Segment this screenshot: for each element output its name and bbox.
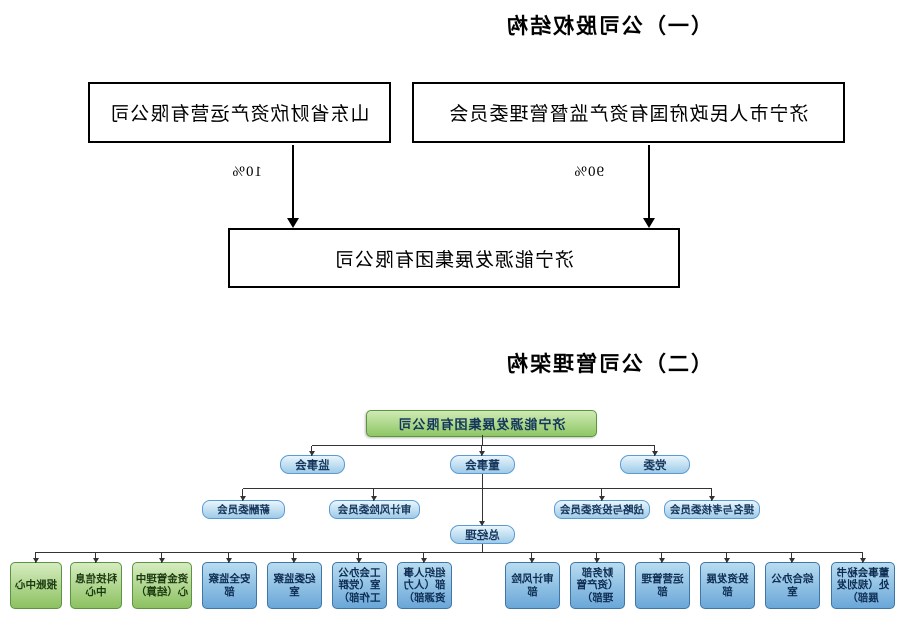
dept-investment-development: 投资发展部 [700,562,755,609]
connector-line [312,445,655,446]
dept-board-secretariat: 董事会秘书处（规划发展部） [831,562,895,609]
section2-heading: （二）公司管理架构 [505,352,712,376]
dept-operations-management: 运营管理部 [635,562,690,609]
shareholder-box-sasac: 济宁市人民政府国有资产监督管理委员会 [412,82,845,143]
committee-nomination-appraisal: 提名与考核委员会 [664,500,760,519]
arrow-down-icon [643,218,655,228]
connector-line [35,552,863,553]
node-general-manager: 总经理 [450,525,515,544]
section1-heading: （一）公司股权结构 [505,14,712,38]
center-fund-management: 资金管理中心（结算） [132,562,192,609]
node-board-of-directors: 董事会 [450,455,515,474]
group-company-box: 济宁能源发展集团有限公司 [228,228,680,288]
center-reimbursement: 报账中心 [10,562,62,609]
org-root-node: 济宁能源发展集团有限公司 [366,410,597,437]
dept-hr-organization: 组织人事部（人力资源部） [397,562,452,609]
committee-audit-risk: 审计风险委员会 [329,500,420,519]
ownership-connector-line [648,145,650,218]
ownership-connector-line [292,145,294,218]
connector-line [243,488,712,489]
committee-strategy-investment: 战略与投资委员会 [554,500,650,519]
node-supervisory-board: 监事会 [280,455,345,474]
dept-safety-supervision: 安全监察部 [202,562,257,609]
dept-audit-risk: 审计风险部 [505,562,560,609]
ownership-share-90: 90% [573,164,605,180]
dept-general-office: 综合办公室 [765,562,820,609]
connector-line [482,435,483,445]
committee-remuneration: 薪酬委员会 [202,500,285,519]
dept-discipline-inspection: 纪委监察室 [267,562,322,609]
node-party-committee: 党委 [620,455,690,474]
center-tech-information: 科技信息中心 [70,562,122,609]
ownership-share-10: 10% [231,164,263,180]
connector-line [482,544,483,552]
arrow-down-icon [287,218,299,228]
dept-finance-assets: 财务部（资产管理部） [570,562,625,609]
connector-line [482,474,483,525]
dept-union-party-office: 工会办公室（党群工作部） [332,562,387,609]
shareholder-box-caixin: 山东省财欣资产运营有限公司 [88,82,391,143]
